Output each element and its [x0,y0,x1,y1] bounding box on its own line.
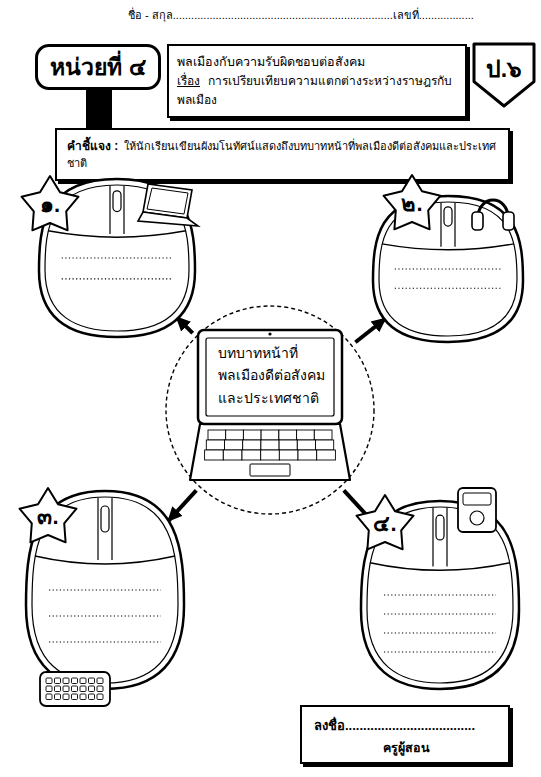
laptop-outline [164,304,376,516]
signature-line: ลงชื่อ..................................… [314,715,498,736]
unit-stem [86,84,112,130]
mouse-box: ๑. [38,178,196,338]
unit-title: หน่วยที่ ๔ [50,49,145,85]
mouse-outline [372,195,524,343]
topic-label: เรื่อง [177,74,200,88]
grade-text: ป.๖ [472,51,536,87]
center-text: บทบาทหน้าที่ พลเมืองดีต่อสังคม และประเทศ… [218,342,330,409]
mouse-outline [38,178,196,338]
arrow-connector [355,318,386,342]
arrow-connector [168,490,196,521]
instruction-text: ให้นักเรียนเขียนผังมโนทัศน์แสดงถึงบทบาทห… [67,140,496,169]
name-line: ชื่อ - สกุล.............................… [128,6,474,24]
grade-badge: ป.๖ [472,42,536,108]
signature-role: ครูผู้สอน [314,738,498,758]
mouse-box: ๔. [360,500,520,690]
topic-row: เรื่องการเปรียบเทียบความแตกต่างระหว่างรา… [177,72,457,110]
topic-title: พลเมืองกับความรับผิดชอบต่อสังคม [177,52,457,72]
instruction-label: คำชี้แจง : [67,139,118,153]
callout-number: ๒. [390,190,434,218]
topic-text: การเปรียบเทียบความแตกต่างระหว่างราษฎรกับ… [177,74,452,107]
instruction-box: คำชี้แจง :ให้นักเรียนเขียนผังมโนทัศน์แสด… [55,128,510,181]
callout-number: ๓. [26,503,70,531]
mouse-box: ๓. [25,490,185,690]
topic-box: พลเมืองกับความรับผิดชอบต่อสังคมเรื่องการ… [167,44,467,118]
mouse-box: ๒. [372,195,524,343]
signature-box: ลงชื่อ..................................… [300,705,510,764]
callout-number: ๔. [363,510,407,538]
unit-box: หน่วยที่ ๔ [35,44,161,90]
center-laptop: บทบาทหน้าที่ พลเมืองดีต่อสังคม และประเทศ… [164,304,376,516]
callout-number: ๑. [28,191,72,219]
